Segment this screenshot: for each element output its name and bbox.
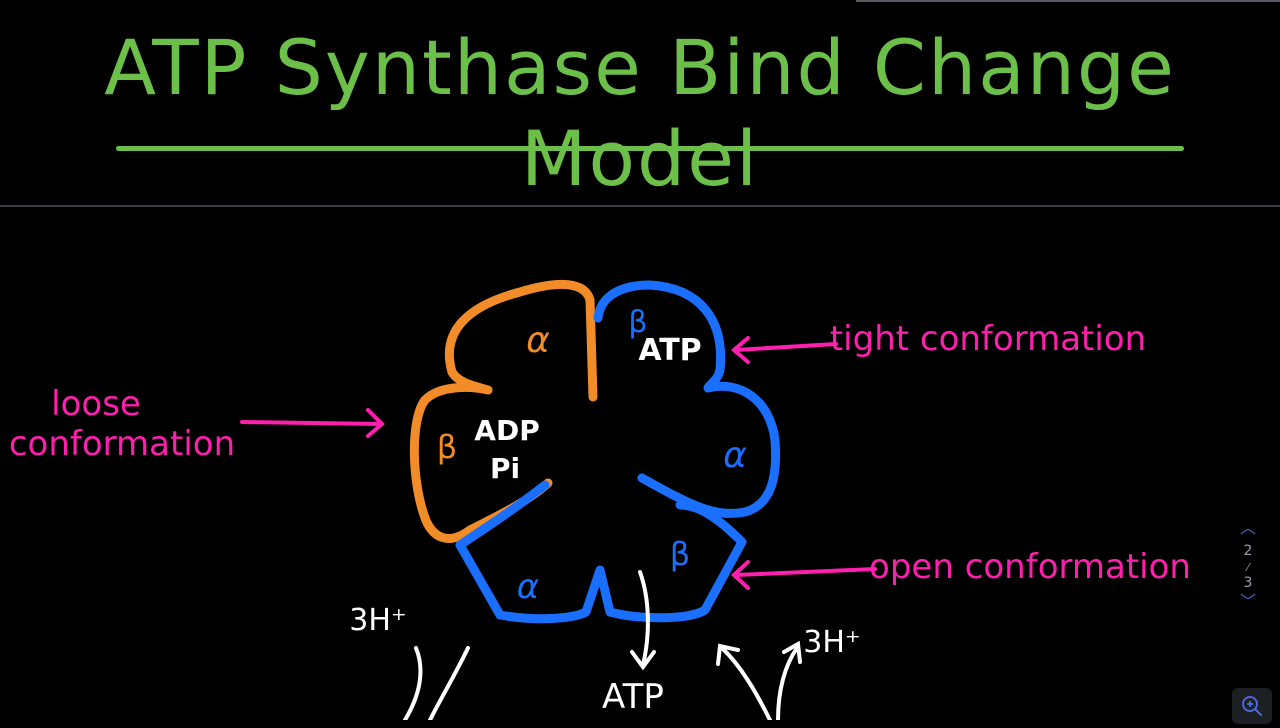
loose-label-line2: conformation (9, 424, 235, 464)
tight-open-subunit-outline (593, 280, 781, 518)
open-subunit-outline (455, 480, 747, 624)
zoom-in-icon (1242, 696, 1262, 716)
title-underline (116, 146, 1184, 151)
adp-label: ADP (474, 414, 539, 447)
loose-arrow (240, 408, 385, 438)
loose-subunit-outline (409, 279, 598, 543)
current-page-number: 2 (1243, 543, 1253, 559)
alpha-label-right: α (723, 435, 747, 476)
beta-label-top-right: β (628, 305, 647, 340)
top-toolbar-strip (856, 0, 1280, 2)
right-proton-label: 3H⁺ (803, 625, 860, 660)
zoom-button[interactable] (1232, 688, 1272, 724)
chevron-down-icon[interactable]: ﹀ (1239, 592, 1256, 611)
page-divider (0, 205, 1280, 207)
alpha-label-top-left: α (526, 320, 550, 361)
left-proton-label: 3H⁺ (349, 603, 406, 638)
released-atp-label: ATP (602, 677, 664, 717)
total-page-number: 3 (1243, 575, 1253, 591)
open-label: open conformation (869, 547, 1191, 587)
alpha-label-bottom-left: α (517, 567, 539, 607)
loose-label-line1: loose (51, 384, 141, 424)
page-title: ATP Synthase Bind Change Model (104, 23, 1176, 204)
right-proton-arrows (716, 640, 802, 720)
bound-atp-label: ATP (638, 333, 701, 368)
pi-label: Pi (490, 452, 520, 485)
chevron-up-icon[interactable]: ︿ (1239, 518, 1256, 537)
page-navigator: ︿ 2 ⁄ 3 ﹀ (1234, 520, 1262, 614)
left-proton-lines (403, 646, 470, 720)
tight-label: tight conformation (830, 319, 1146, 359)
title-area: ATP Synthase Bind Change Model (0, 0, 1280, 206)
page-separator: ⁄ (1247, 561, 1249, 574)
beta-label-bottom-right: β (670, 535, 690, 573)
open-arrow (731, 560, 877, 590)
tight-arrow (730, 336, 838, 364)
atp-release-arrow (630, 570, 656, 671)
beta-label-left: β (437, 428, 457, 466)
